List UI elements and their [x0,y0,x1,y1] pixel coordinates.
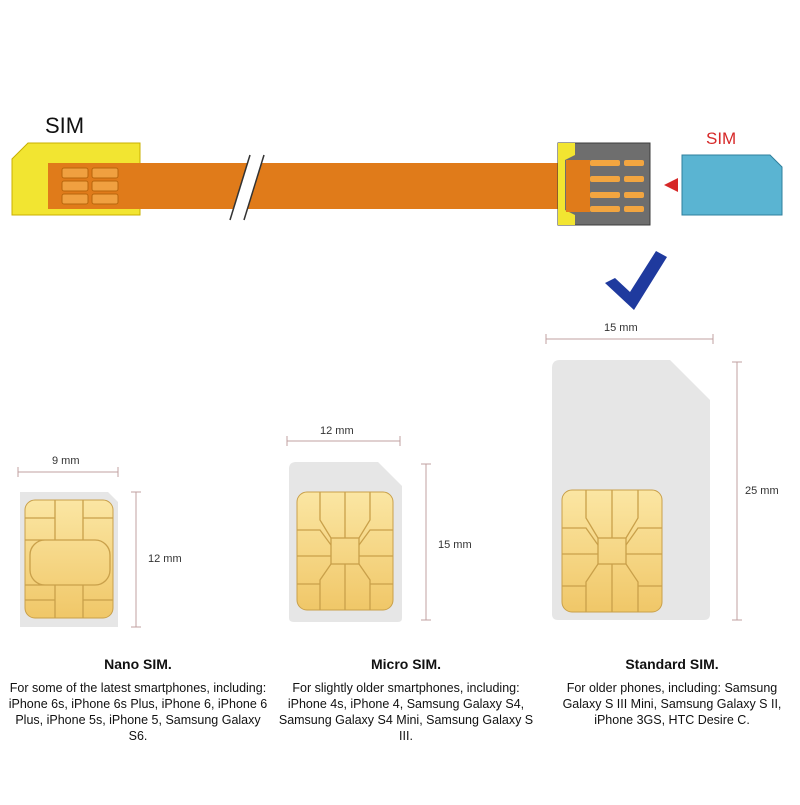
nano-height-label: 12 mm [148,553,182,565]
micro-sim [286,436,431,622]
nano-sim [17,467,141,628]
standard-height-label: 25 mm [745,485,779,497]
standard-sim-title: Standard SIM. [625,656,719,672]
sim-extender [11,142,783,310]
micro-width-label: 12 mm [320,425,354,437]
standard-sim-description: For older phones, including: Samsung Gal… [562,681,782,727]
nano-sim-description: For some of the latest smartphones, incl… [8,681,268,743]
nano-sim-chip [24,499,114,619]
ribbon-cable-right [248,163,578,209]
micro-height-label: 15 mm [438,539,472,551]
cable-break [230,155,264,220]
standard-width-label: 15 mm [604,322,638,334]
micro-sim-title: Micro SIM. [370,656,441,672]
standard-sim-caption: Standard SIM. For older phones, includin… [550,656,794,728]
left-sim-label: SIM [45,113,84,138]
right-sim-label: SIM [706,129,736,148]
insert-arrow-icon [664,178,678,192]
blue-sim-card [681,154,783,216]
nano-width-label: 9 mm [52,455,80,467]
socket-pins [590,160,644,212]
checkmark-icon [605,251,667,310]
nano-sim-title: Nano SIM. [104,656,172,672]
micro-sim-description: For slightly older smartphones, includin… [278,681,534,743]
nano-sim-caption: Nano SIM. For some of the latest smartph… [6,656,270,744]
micro-sim-caption: Micro SIM. For slightly older smartphone… [278,656,534,744]
extender-contacts [61,167,119,205]
standard-sim [545,334,742,621]
